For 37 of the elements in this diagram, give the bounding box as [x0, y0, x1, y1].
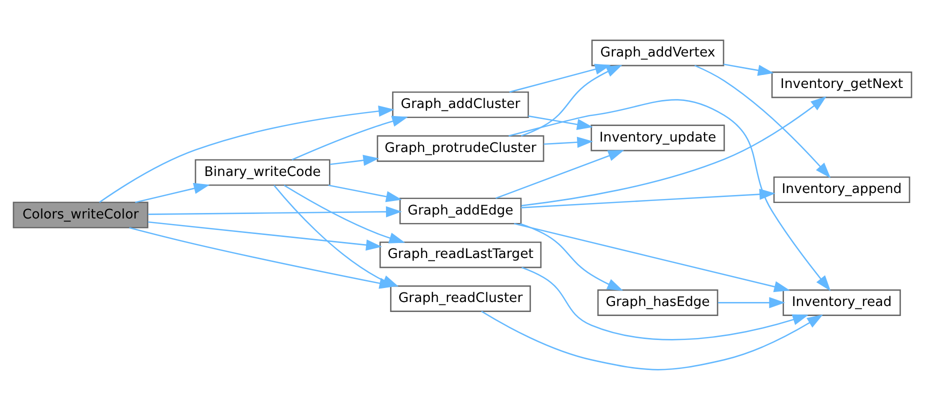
arrow — [135, 182, 210, 203]
arrow — [528, 114, 593, 130]
arrow — [718, 296, 786, 308]
arrow — [328, 184, 402, 202]
arrow — [520, 222, 624, 290]
arrow — [292, 115, 408, 160]
arrow — [148, 220, 382, 250]
arrow — [99, 105, 395, 202]
arrow — [508, 98, 831, 291]
node-box: Graph_addEdge — [399, 197, 522, 224]
node-box: Inventory_getNext — [771, 71, 912, 98]
node-box: Graph_addCluster — [392, 90, 529, 118]
arrow — [521, 96, 827, 206]
arrow — [496, 150, 624, 198]
arrow — [330, 154, 380, 166]
arrow — [274, 184, 399, 286]
arrow — [481, 310, 824, 370]
arrow — [544, 136, 594, 148]
node-box: Inventory_read — [782, 288, 901, 316]
node-box: Binary_writeCode — [194, 158, 330, 186]
node-box: Colors_writeColor — [12, 201, 148, 228]
node-box: Inventory_append — [773, 176, 910, 203]
arrow — [514, 222, 790, 292]
node-box: Graph_readCluster — [390, 284, 531, 312]
arrow — [723, 63, 774, 76]
arrow — [148, 206, 402, 217]
arrow — [509, 63, 611, 92]
arrow — [522, 266, 809, 340]
arrow — [520, 188, 776, 208]
node-box: Inventory_update — [590, 124, 725, 151]
arrow — [284, 184, 406, 243]
node-box: Graph_readLastTarget — [379, 241, 542, 268]
arrow — [521, 64, 622, 136]
node-box: Graph_protrudeCluster — [376, 134, 544, 162]
node-box: Graph_addVertex — [591, 39, 724, 66]
node-box: Graph_hasEdge — [597, 288, 718, 316]
arrow — [694, 64, 831, 178]
